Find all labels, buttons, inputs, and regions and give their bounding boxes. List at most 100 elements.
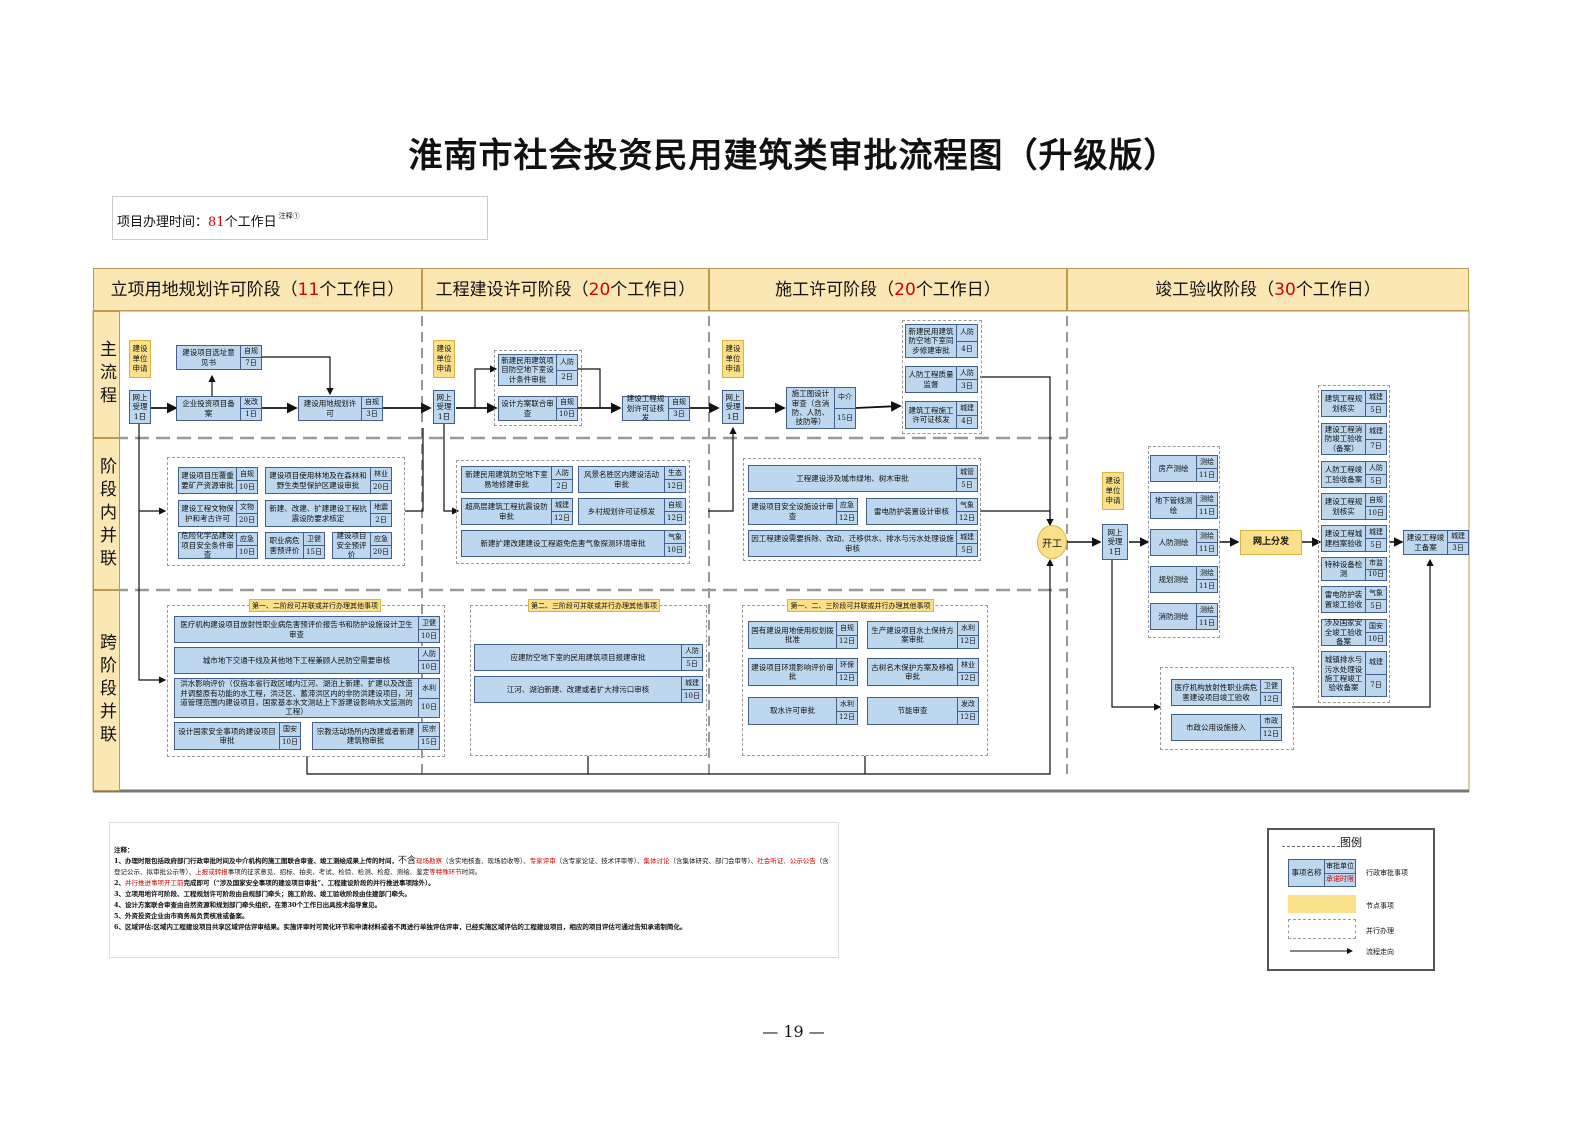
box-dept: 测绘 — [1200, 531, 1214, 540]
box-name: 生产建设项目水土保持方案审批 — [871, 625, 954, 644]
phase-open: （ — [877, 280, 895, 300]
phase-name: 竣工验收阶段 — [1155, 280, 1258, 300]
box-name: 新建民用建筑防空地下室易地修建审批 — [465, 470, 548, 489]
box-name: 建筑工程规划核实 — [1324, 394, 1363, 413]
box-name: 城市地下交通干线及其他地下工程兼顾人民防空需要审核 — [202, 655, 391, 665]
phase-days: 20 — [588, 280, 611, 300]
box-dept: 市监 — [1369, 558, 1383, 567]
note-2d: 完成即可（“涉及国家安全事项的建设项目审批”、工程建设阶段的并行推进事项除外）。 — [183, 879, 435, 887]
box-dept: 环保 — [840, 660, 854, 669]
box-name: 建设项目安全设施设计审查 — [751, 502, 834, 521]
phase-unit: 个工作日） — [610, 280, 696, 300]
box-dept: 城建 — [1369, 426, 1383, 435]
box-dept: 水利 — [961, 623, 975, 632]
box-name: 新建、改建、扩建建设工程抗震设防要求核定 — [269, 504, 367, 523]
box-name: 雷电防护装置竣工验收 — [1324, 590, 1363, 609]
box-days: 2日 — [371, 513, 391, 526]
box-days: 10日 — [557, 408, 577, 420]
box-dept: 自规 — [672, 398, 686, 407]
box-name: 因工程建设需要拆除、改动、迁移供水、排水与污水处理设施审核 — [751, 534, 954, 553]
box-dept: 城建 — [1451, 532, 1465, 541]
box-days: 1日 — [241, 408, 261, 420]
box-dept: 发改 — [961, 699, 975, 708]
box-days: 20日 — [371, 545, 391, 558]
box-name: 房产测绘 — [1158, 463, 1189, 473]
box-dept: 民宗 — [422, 724, 436, 733]
lane-inner-parallel: 阶段内并联 — [93, 438, 120, 590]
box-name: 国有建设用地使用权划拨批准 — [751, 625, 834, 644]
box-dept: 应急 — [840, 500, 854, 509]
note-1e: 专家评审 — [529, 857, 556, 865]
box-days: 4日 — [957, 414, 977, 429]
box-name: 新建民用建筑项目防空地下室设计条件审批 — [501, 355, 554, 384]
box-dept: 国安 — [1369, 621, 1383, 630]
accept-label: 网上受理 — [132, 392, 148, 412]
box-dept: 自规 — [244, 347, 258, 356]
box-name: 建设项目安全预评价 — [336, 531, 367, 560]
box-name: 建设工程规划许可证核发 — [626, 394, 665, 423]
box-days: 12日 — [837, 710, 857, 725]
legend-divider — [1282, 846, 1360, 848]
accept-label: 网上受理 — [436, 392, 452, 412]
box-name: 规划测绘 — [1158, 574, 1189, 584]
box-dept: 人防 — [1369, 463, 1383, 472]
box-dept: 气象 — [960, 500, 974, 509]
legend-node-swatch — [1288, 895, 1356, 913]
box-name: 乡村规划许可证核发 — [587, 506, 656, 516]
box-days: 5日 — [1366, 474, 1386, 487]
phase-unit: 个工作日） — [319, 280, 405, 300]
box-dept: 测绘 — [1200, 568, 1214, 577]
project-time: 项目办理时间：81个工作日注释① — [112, 196, 488, 240]
phase-header-4: 竣工验收阶段（30个工作日） — [1067, 268, 1469, 311]
box-days: 3日 — [362, 408, 382, 420]
cross2-tag: 第二、三阶段可并联或并行办理其他事项 — [528, 599, 660, 612]
phase3-group — [902, 320, 982, 434]
box-name: 建设项目使用林地及在森林和野生类型保护区建设审批 — [269, 471, 367, 490]
box-dept: 人防 — [960, 368, 974, 377]
legend-dash-swatch — [1288, 919, 1356, 939]
box-dept: 林业 — [961, 660, 975, 669]
note-5: 5、外资投资企业由市商务局负责核准或备案。 — [114, 912, 249, 920]
box-days: 12日 — [958, 710, 978, 725]
box-name: 企业投资项目备案 — [182, 399, 235, 418]
apply-node-1: 建设单位申请 — [129, 340, 151, 378]
box-dept: 自规 — [365, 398, 379, 407]
box-dept: 自规 — [840, 623, 854, 632]
box-days: 12日 — [665, 511, 685, 524]
box-days: 11日 — [1197, 579, 1217, 592]
phase-unit: 个工作日） — [1295, 280, 1381, 300]
box-dept: 城建 — [960, 532, 974, 541]
box-name: 地下管线测绘 — [1154, 496, 1193, 515]
note-6: 6、区域评估:区域内工程建设项目共享区域评估评审结果。实施评审时可简化环节和申请… — [114, 923, 687, 931]
box-days: 7日 — [1366, 438, 1386, 455]
box-days: 10日 — [1366, 632, 1386, 645]
box-name: 应建防空地下室的民用建筑项目报建审批 — [510, 652, 646, 662]
box-days: 15日 — [835, 407, 855, 429]
note-1i: 社会听证、公示公告 — [757, 857, 816, 865]
phase-name: 施工许可阶段 — [775, 280, 878, 300]
note-1c: 现场勘察 — [416, 857, 443, 865]
cross3-tag: 第一、二、三阶段可并联或并行办理其他事项 — [787, 599, 934, 612]
box-days: 20日 — [371, 480, 391, 493]
box-days: 10日 — [682, 689, 702, 702]
accept-label: 网上受理 — [1107, 527, 1123, 547]
legend — [1267, 828, 1435, 971]
